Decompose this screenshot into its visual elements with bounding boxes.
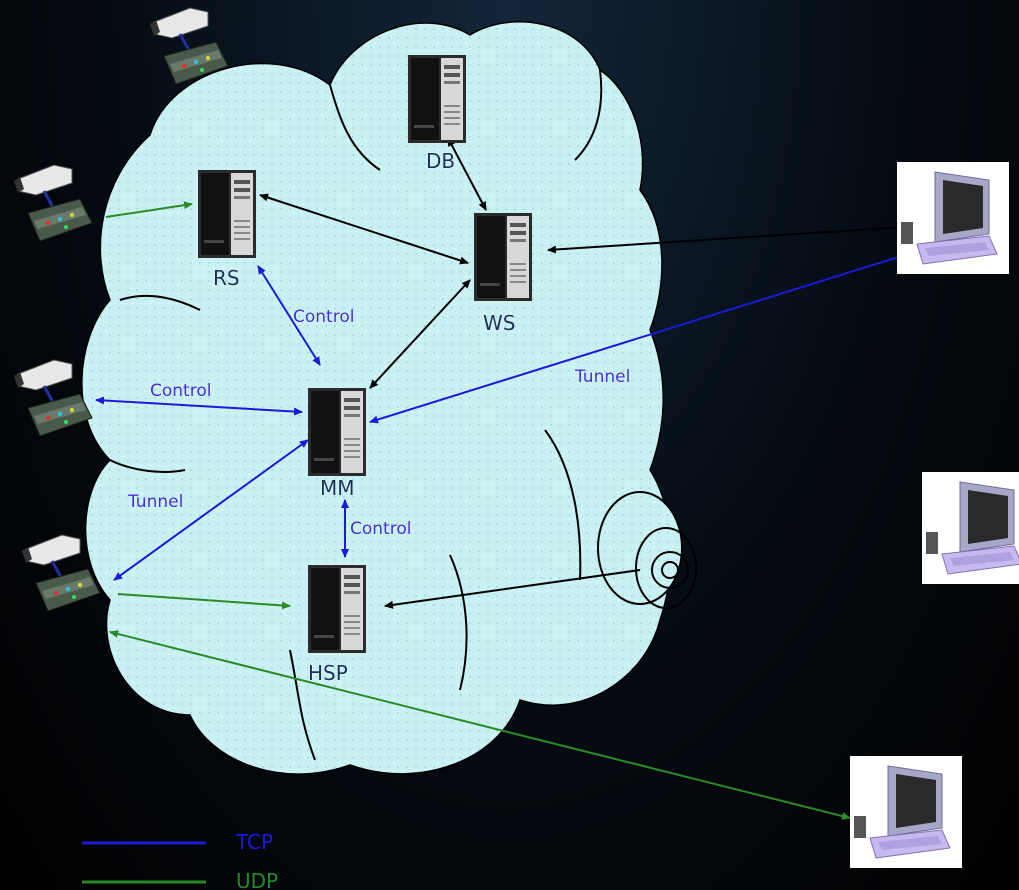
link-cam2-rs [105,201,193,218]
link-mm-cam3-control [95,396,303,416]
client-pc-icon [921,471,1019,585]
rs-label: RS [213,266,240,290]
legend-udp-label: UDP [236,869,278,890]
edge-label-control: Control [350,519,411,539]
cloud-contour [119,294,201,311]
rs-server-icon [198,170,256,258]
camera-encoder-icon [12,163,94,243]
edge-label-control: Control [150,381,211,401]
cloud-contour [574,69,603,161]
hsp-server-icon [308,565,366,653]
edge-label-tunnel: Tunnel [574,367,630,387]
mm-label: MM [320,476,355,500]
link-gateway-hsp [384,569,641,609]
edge-label-tunnel: Tunnel [127,492,183,512]
link-client1-mm-tunnel [369,252,909,424]
ws-label: WS [483,311,515,335]
legend-tcp-label: TCP [235,830,273,854]
link-cam4-mm-tunnel [113,439,309,581]
link-cam4-hsp [117,593,291,610]
hsp-label: HSP [308,661,348,685]
gateway-globe-icon [597,491,697,609]
legend: TCP UDP [82,830,278,890]
link-rs-ws [259,193,469,265]
client-pc-icon [896,161,1010,275]
camera-encoder-icon [12,358,94,438]
link-client1-ws [547,226,906,254]
cloud-contour [544,429,582,581]
mm-server-icon [308,388,366,476]
client-pc-icon [849,755,963,869]
link-db-ws [447,137,487,211]
link-cam4-client3 [109,630,851,820]
edge-label-control: Control [293,307,354,327]
cloud-contour [329,84,381,171]
ws-server-icon [474,213,532,301]
db-label: DB [426,149,455,173]
db-server-icon [408,55,466,143]
link-rs-mm-control [257,265,321,366]
